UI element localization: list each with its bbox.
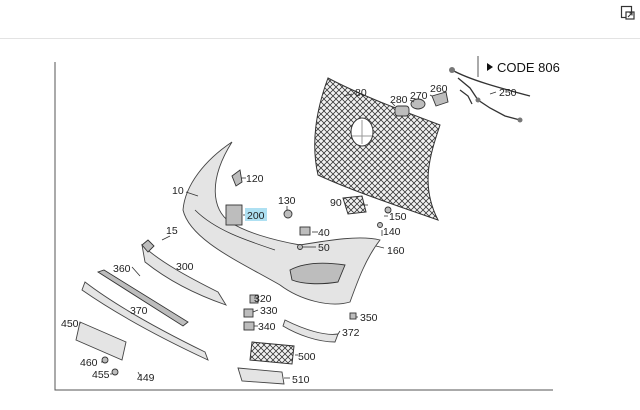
callout-300[interactable]: 300 <box>176 261 194 273</box>
license-plate-holder <box>75 321 127 361</box>
callout-160[interactable]: 160 <box>387 245 405 257</box>
callout-455[interactable]: 455 <box>92 369 110 381</box>
highlight-200[interactable] <box>245 208 267 221</box>
bracket-120 <box>231 169 243 187</box>
callout-360[interactable]: 360 <box>113 263 131 275</box>
callout-15[interactable]: 15 <box>166 225 178 237</box>
callout-320[interactable]: 320 <box>254 293 272 305</box>
callout-350[interactable]: 350 <box>360 312 378 324</box>
clip-350 <box>349 312 357 320</box>
screw-455 <box>111 368 119 376</box>
code-label: CODE 806 <box>497 60 560 75</box>
open-in-new-window-icon[interactable] <box>620 5 636 21</box>
callout-80[interactable]: 80 <box>355 87 367 99</box>
trim-strip-372 <box>282 319 339 343</box>
sensor-280 <box>394 105 410 117</box>
wiring-harness <box>451 69 531 121</box>
clip-140 <box>377 222 383 228</box>
callout-40[interactable]: 40 <box>318 227 330 239</box>
callout-120[interactable]: 120 <box>246 173 264 185</box>
clip-130 <box>283 209 293 219</box>
sensor-200 <box>225 204 243 226</box>
callout-372[interactable]: 372 <box>342 327 360 339</box>
callout-260[interactable]: 260 <box>430 83 448 95</box>
callout-150[interactable]: 150 <box>389 211 407 223</box>
diagram-frame <box>54 62 553 391</box>
sensor-270 <box>410 98 426 110</box>
callout-130[interactable]: 130 <box>278 195 296 207</box>
callout-330[interactable]: 330 <box>260 305 278 317</box>
toolbar <box>0 0 640 39</box>
callout-50[interactable]: 50 <box>318 242 330 254</box>
clip-330 <box>243 308 254 318</box>
spoiler-strip <box>81 281 209 361</box>
callout-280[interactable]: 280 <box>390 94 408 106</box>
screw-460 <box>101 356 109 364</box>
callout-90[interactable]: 90 <box>330 197 342 209</box>
callout-449[interactable]: 449 <box>137 372 155 384</box>
callout-460[interactable]: 460 <box>80 357 98 369</box>
callout-200[interactable]: 200 <box>247 210 265 222</box>
clip-40 <box>299 226 311 236</box>
sensor-260 <box>431 91 449 107</box>
lower-grille-500 <box>249 341 295 365</box>
lower-trim-510 <box>237 367 285 385</box>
clip-150 <box>384 206 392 214</box>
bolt-320 <box>249 294 259 304</box>
callout-500[interactable]: 500 <box>298 351 316 363</box>
callout-140[interactable]: 140 <box>383 226 401 238</box>
callout-450[interactable]: 450 <box>61 318 79 330</box>
callout-10[interactable]: 10 <box>172 185 184 197</box>
clip-50 <box>297 244 303 250</box>
clip-340 <box>243 321 255 331</box>
grille-insert <box>342 195 367 215</box>
callout-250[interactable]: 250 <box>499 87 517 99</box>
impact-absorber <box>141 243 228 306</box>
callout-270[interactable]: 270 <box>410 90 428 102</box>
callout-370[interactable]: 370 <box>130 305 148 317</box>
callout-340[interactable]: 340 <box>258 321 276 333</box>
callout-510[interactable]: 510 <box>292 374 310 386</box>
